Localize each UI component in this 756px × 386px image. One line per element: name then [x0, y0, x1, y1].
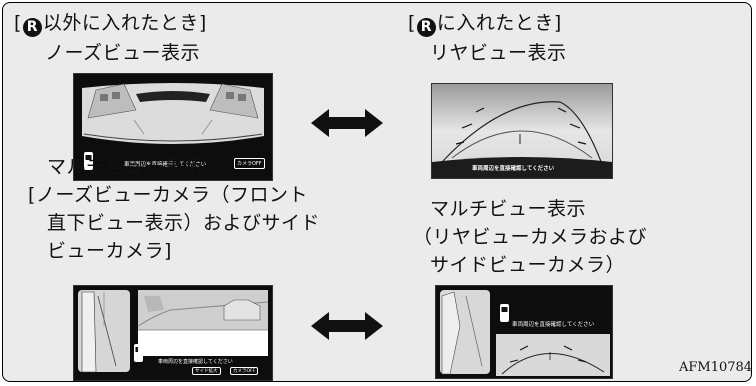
nose-view-image — [74, 74, 272, 180]
heading-text: に入れたとき] — [436, 12, 562, 34]
multi-view-front-image — [74, 286, 272, 380]
multi-view-desc-3: ビューカメラ] — [47, 240, 172, 262]
multi-view-rear-image — [436, 286, 612, 378]
screen-message: 車両周辺を直接確認してください — [512, 322, 595, 328]
screen-message: 車両周辺を直接確認してください — [158, 359, 233, 365]
nose-view-label: ノーズビュー表示 — [45, 42, 201, 64]
multi-view-rear-screen: 車両周辺を直接確認してください — [435, 285, 613, 379]
multi-view-desc-2: サイドビューカメラ） — [430, 254, 626, 276]
multi-view-label: マルチビュー表示 — [430, 198, 587, 220]
multi-view-desc-1: [ノーズビューカメラ（フロント — [28, 184, 308, 206]
heading-text: 以外に入れたとき] — [42, 12, 207, 34]
multi-view-desc-1: （リヤビューカメラおよび — [413, 226, 648, 248]
rear-view-label: リヤビュー表示 — [430, 42, 567, 64]
double-arrow-icon — [311, 312, 383, 340]
bracket: [ — [14, 12, 22, 34]
rear-view-screen: 車両周辺を直接確認してください — [431, 83, 613, 179]
screen-message: 車両周辺を直接確認してください — [472, 166, 555, 172]
figure-code: AFM107846 — [679, 360, 752, 375]
multi-view-front-screen: 車両周辺を直接確認してください サイド拡大 カメラOFF — [73, 285, 273, 381]
side-zoom-button: サイド拡大 — [192, 367, 221, 375]
camera-off-button: カメラOFF — [234, 158, 265, 169]
r-gear-icon: R — [416, 18, 436, 37]
bracket: [ — [408, 12, 416, 34]
screen-message: 車両周辺を直接確認してください — [124, 162, 207, 168]
camera-off-button: カメラOFF — [230, 367, 259, 375]
r-gear-icon: R — [22, 18, 42, 37]
double-arrow-icon — [311, 109, 383, 137]
multi-view-desc-2: 直下ビュー表示）およびサイド — [47, 212, 321, 234]
multi-view-label: マルチビュー表示 — [47, 156, 204, 178]
nose-view-screen: 車両周辺を直接確認してください カメラOFF — [73, 73, 273, 181]
rear-view-image — [432, 84, 612, 178]
